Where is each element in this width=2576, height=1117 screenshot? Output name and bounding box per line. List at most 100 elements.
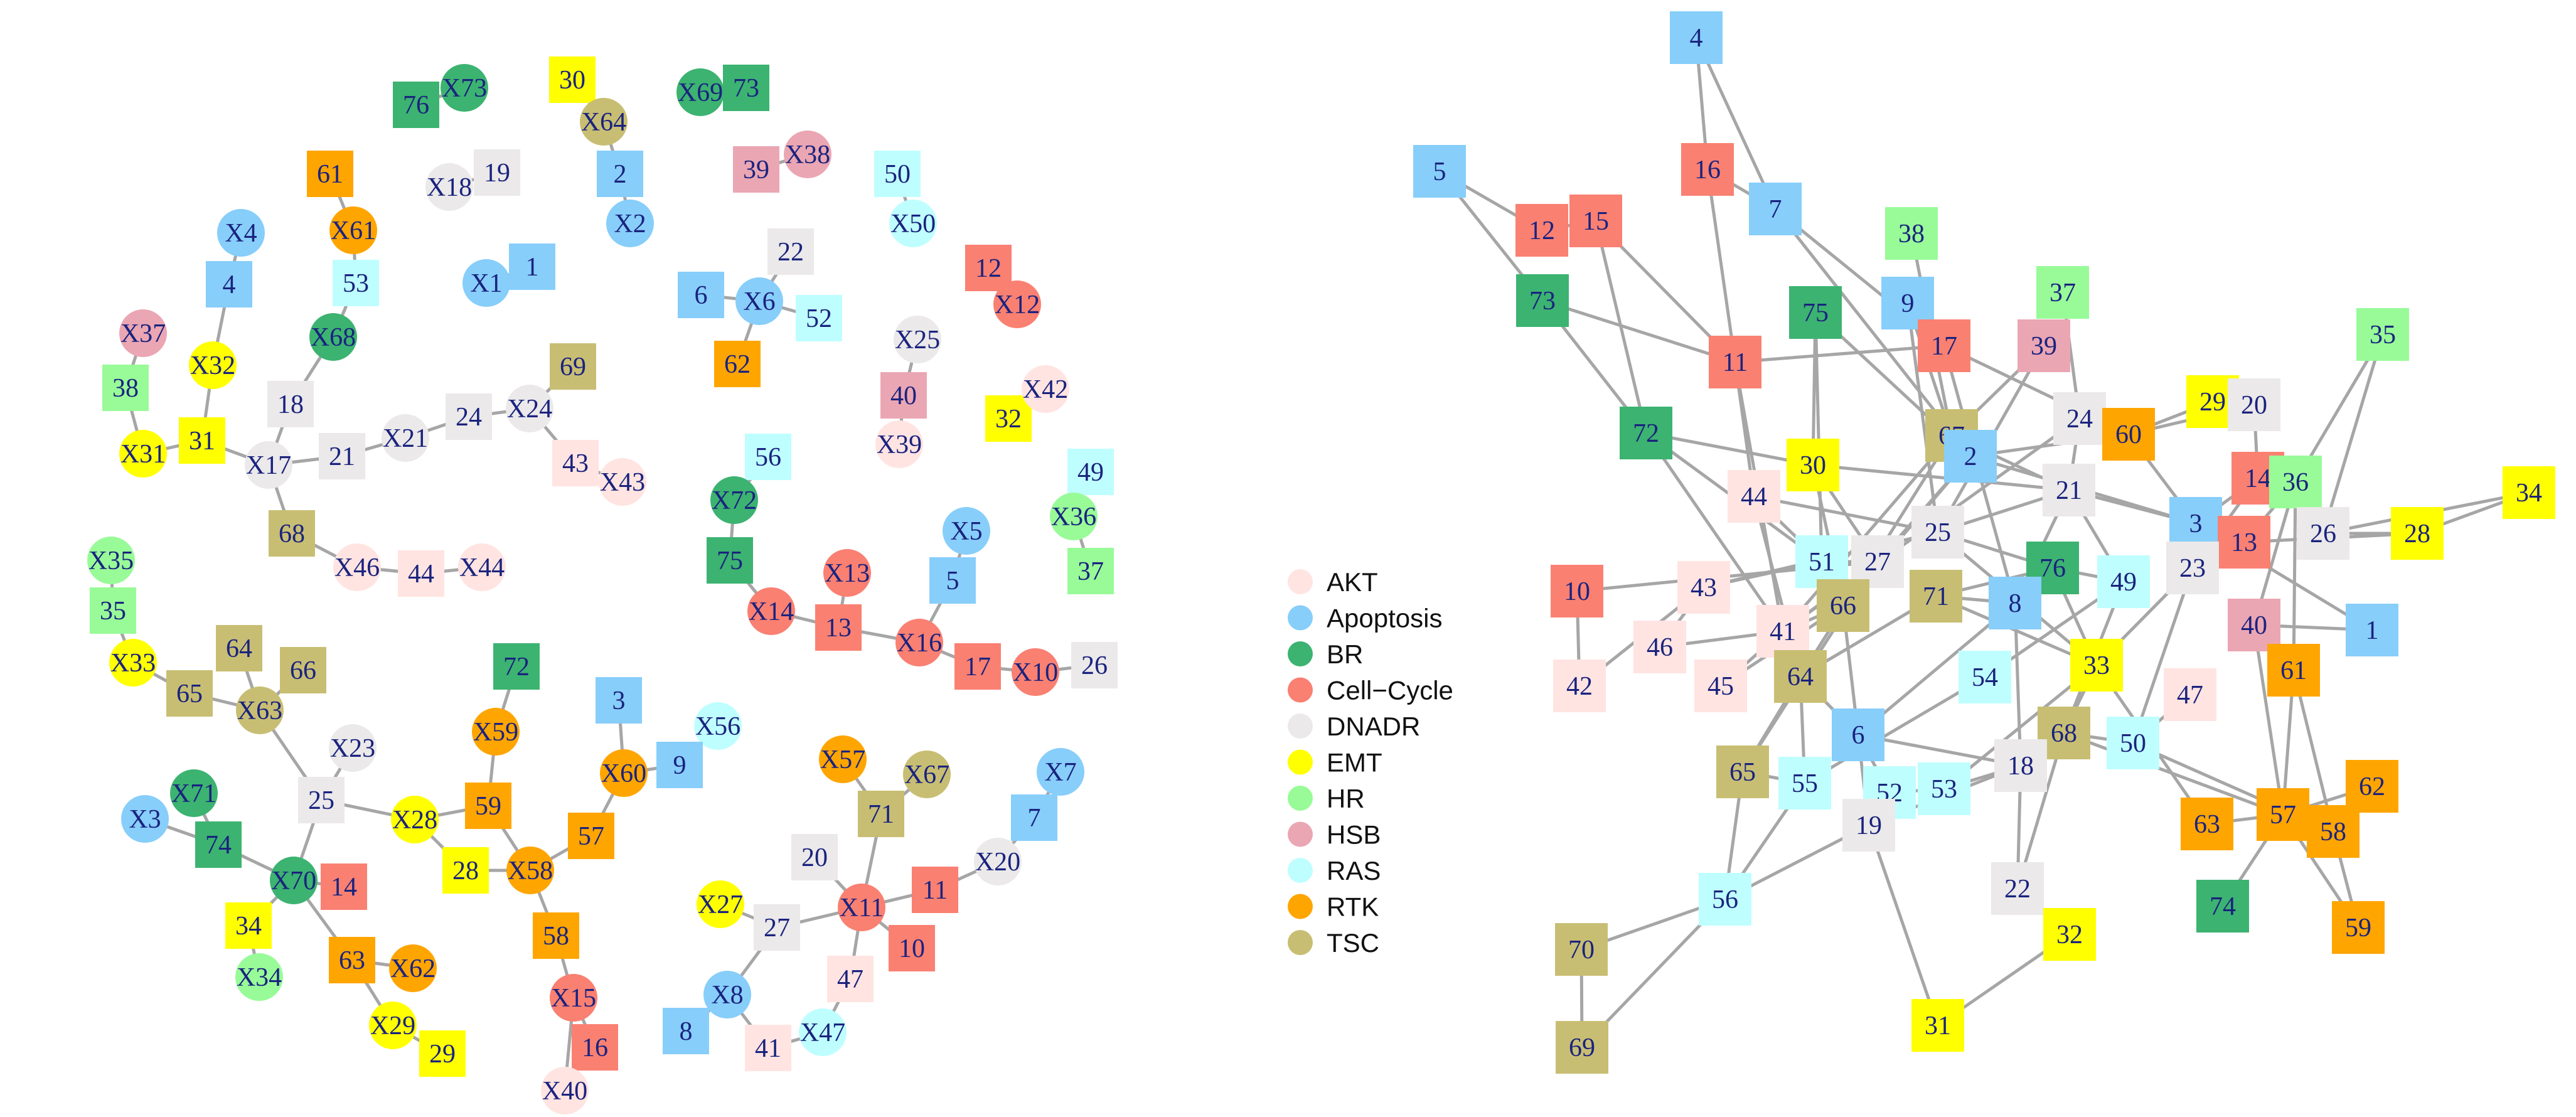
node-square-marker	[2346, 604, 2398, 656]
node-label: 30	[559, 66, 585, 95]
left_network-node-x17: X17	[245, 441, 292, 489]
left_network-node-x36: X36	[1050, 493, 1098, 540]
right_network-node-19: 19	[1842, 799, 1895, 852]
left_network-node-27: 27	[754, 904, 800, 951]
node-square-marker	[509, 243, 555, 290]
node-label: 47	[2177, 681, 2203, 710]
node-circle-marker	[109, 639, 157, 687]
node-label: 41	[755, 1034, 781, 1063]
right_network-node-6: 6	[1832, 708, 1884, 761]
legend-swatch	[1288, 821, 1313, 847]
node-square-marker	[2228, 599, 2280, 651]
node-square-marker	[1569, 195, 1622, 247]
node-square-marker	[1832, 708, 1884, 761]
node-label: 38	[112, 374, 139, 403]
node-square-marker	[2097, 555, 2150, 608]
left_network-node-68: 68	[269, 510, 315, 557]
left_network-node-39: 39	[733, 146, 779, 193]
node-label: X6	[743, 287, 775, 316]
legend-label: EMT	[1327, 748, 1382, 778]
right_network-node-50: 50	[2107, 717, 2159, 769]
node-label: 27	[1864, 548, 1891, 577]
left_network-node-x14: X14	[747, 587, 795, 635]
node-square-marker	[1994, 739, 2047, 792]
node-label: X27	[698, 890, 743, 919]
node-label: X20	[975, 848, 1020, 877]
node-square-marker	[465, 783, 511, 829]
node-circle-marker	[550, 974, 597, 1022]
node-label: X73	[442, 74, 487, 103]
node-square-marker	[2053, 392, 2106, 445]
node-label: X14	[749, 597, 794, 626]
node-label: X50	[890, 210, 936, 238]
node-circle-marker	[217, 209, 265, 257]
legend-item-hsb: HSB	[1288, 820, 1381, 850]
node-square-marker	[1991, 862, 2044, 915]
node-label: X62	[390, 954, 436, 983]
node-label: 27	[764, 914, 790, 943]
node-circle-marker	[309, 313, 357, 361]
legend-swatch	[1288, 930, 1313, 955]
left_network-node-26: 26	[1071, 642, 1118, 688]
node-label: 16	[1694, 156, 1721, 184]
node-circle-marker	[993, 281, 1041, 328]
right_network-edge	[1857, 733, 2021, 767]
left_network-node-35: 35	[90, 587, 136, 634]
left_network-node-x5: X5	[943, 507, 990, 555]
node-circle-marker	[903, 751, 951, 798]
node-square-marker	[2503, 466, 2555, 519]
left_network-node-21: 21	[319, 433, 365, 479]
right_network-node-37: 37	[2036, 266, 2089, 319]
node-label: 1	[2366, 616, 2379, 645]
node-label: 28	[2404, 520, 2430, 548]
right_network-node-45: 45	[1694, 660, 1747, 712]
node-label: 44	[408, 560, 434, 589]
node-label: X61	[331, 216, 376, 245]
node-circle-marker	[329, 206, 377, 254]
left_network-node-x13: X13	[823, 549, 871, 597]
right_network-node-63: 63	[2181, 798, 2233, 850]
node-label: X56	[695, 712, 740, 741]
node-label: 25	[308, 786, 334, 815]
node-square-marker	[206, 261, 252, 307]
node-label: X64	[581, 108, 626, 137]
node-label: X71	[171, 779, 216, 808]
node-square-marker	[2036, 266, 2089, 319]
node-label: X3	[129, 805, 161, 834]
node-label: 25	[1925, 518, 1951, 547]
right_network-node-12: 12	[1515, 204, 1568, 257]
left_network-node-22: 22	[767, 228, 814, 275]
node-square-marker	[216, 625, 262, 671]
node-square-marker	[2196, 880, 2249, 933]
right_network-node-17: 17	[1918, 319, 1970, 372]
node-square-marker	[1067, 449, 1114, 495]
node-label: X36	[1051, 503, 1096, 532]
legend-label: RAS	[1327, 856, 1381, 885]
node-square-marker	[1699, 873, 1751, 926]
node-label: 62	[2359, 772, 2385, 801]
right_network-node-30: 30	[1787, 439, 1839, 491]
left_network-node-10: 10	[889, 925, 935, 971]
node-square-marker	[707, 537, 753, 584]
node-square-marker	[2043, 464, 2095, 516]
node-label: 26	[1081, 651, 1108, 680]
left_network-node-44: 44	[398, 550, 444, 597]
node-label: 9	[673, 751, 687, 780]
node-circle-marker	[606, 200, 654, 247]
node-label: 57	[578, 822, 604, 851]
left_network-node-69: 69	[550, 343, 596, 390]
node-square-marker	[985, 395, 1032, 442]
left_network-node-x64: X64	[580, 98, 628, 146]
node-square-marker	[2346, 760, 2398, 813]
node-square-marker	[549, 56, 596, 103]
node-label: X21	[383, 424, 428, 453]
node-square-marker	[2267, 644, 2320, 697]
node-label: 11	[1723, 348, 1748, 377]
right_network-node-26: 26	[2297, 507, 2349, 560]
left_network-node-x10: X10	[1012, 648, 1059, 696]
node-label: X37	[120, 319, 166, 348]
right-network-nodes: 4516712153873759373517391124292060726723…	[1413, 11, 2555, 1074]
node-label: 66	[290, 656, 316, 685]
left_network-node-x50: X50	[889, 200, 937, 247]
node-circle-marker	[389, 944, 437, 992]
